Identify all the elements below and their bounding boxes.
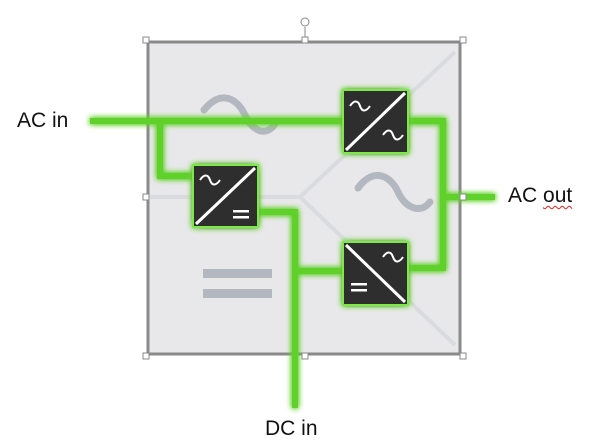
ac-dc-converter[interactable] [192, 164, 259, 228]
dc-equals-symbol [203, 269, 272, 298]
ac-in-label: AC in [17, 109, 69, 132]
rotate-handle-icon [300, 17, 310, 27]
ac-out-prefix: AC [508, 184, 544, 207]
ac-ac-converter[interactable] [342, 89, 409, 154]
dc-ac-converter[interactable] [342, 241, 409, 306]
ac-sine-symbol-right [354, 172, 434, 212]
bypass-to-rectifier-wire [157, 121, 195, 179]
dc-bus-wire [256, 209, 298, 408]
wires [90, 118, 495, 408]
ac-out-word: out [543, 184, 573, 207]
ac-out-label: AC out [508, 184, 572, 208]
ac-sine-symbol-left [200, 94, 279, 135]
dc-in-label: DC in [265, 417, 318, 440]
selection-handles[interactable] [142, 17, 467, 360]
